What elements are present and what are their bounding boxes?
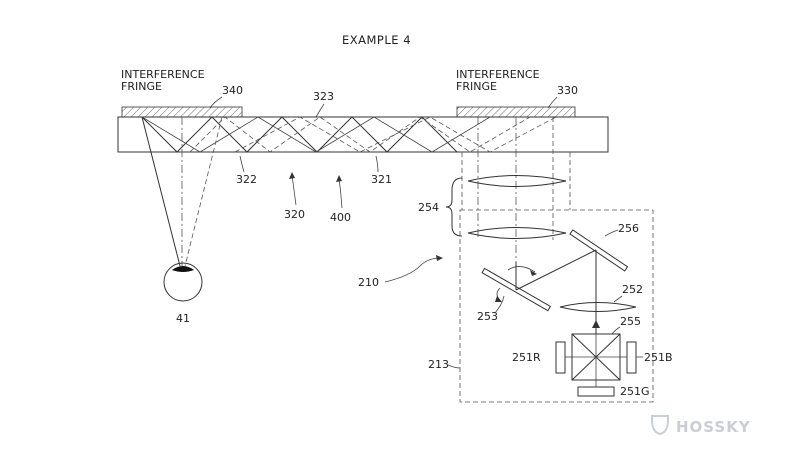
- leader-253: [494, 295, 505, 314]
- rotation-arrow-upper: [507, 266, 536, 273]
- leader-400: [338, 177, 343, 209]
- ref-253: 253: [477, 310, 498, 323]
- zigzag-ray-dashed-1: [189, 116, 531, 153]
- ref-256: 256: [618, 222, 639, 235]
- fringe-left-label-line1: INTERFERENCE: [121, 68, 205, 81]
- fringe-right-label-line1: INTERFERENCE: [456, 68, 540, 81]
- ref-320: 320: [284, 208, 305, 221]
- zigzag-ray-secondary: [141, 116, 491, 153]
- leader-321: [375, 155, 379, 173]
- ref-213: 213: [428, 358, 449, 371]
- ref-330: 330: [557, 84, 578, 97]
- light-source-251R: [555, 341, 566, 374]
- hologram-340: [121, 106, 243, 118]
- leader-256: [604, 229, 619, 237]
- ref-252: 252: [622, 283, 643, 296]
- lens-254-lower: [467, 227, 567, 239]
- light-source-251G: [577, 386, 615, 397]
- collimator-lens-252: [559, 302, 637, 312]
- ref-323: 323: [313, 90, 334, 103]
- scan-mirror-253: [481, 267, 552, 312]
- ref-340: 340: [222, 84, 243, 97]
- leader-340: [209, 96, 223, 109]
- arrow-320: [289, 172, 295, 179]
- projector-housing-213: [459, 209, 654, 403]
- arrow-400: [336, 175, 342, 182]
- eye-ray-right: [184, 116, 223, 267]
- arrow-210: [436, 255, 443, 261]
- eye-pupil-icon: [172, 266, 194, 272]
- ref-210: 210: [358, 276, 379, 289]
- waveguide-plate: [117, 116, 609, 153]
- leader-323: [315, 103, 325, 118]
- rotation-arrowhead-upper: [530, 270, 537, 276]
- eye-icon: [163, 262, 203, 302]
- ref-400: 400: [330, 211, 351, 224]
- leader-330: [547, 96, 558, 109]
- rotation-arrowhead-lower: [495, 296, 502, 302]
- beam-scan-to-mirror: [515, 249, 597, 291]
- fringe-left-label-line2: FRINGE: [121, 80, 162, 93]
- fringe-right-label-line2: FRINGE: [456, 80, 497, 93]
- watermark-text: HOSSKY: [676, 418, 751, 436]
- watermark-logo: HOSSKY: [651, 415, 751, 436]
- leader-320: [291, 174, 297, 206]
- leader-213: [447, 364, 461, 369]
- ref-322: 322: [236, 173, 257, 186]
- mirror-256: [569, 229, 629, 272]
- diagram-title: EXAMPLE 4: [342, 33, 411, 47]
- leader-322: [239, 155, 245, 173]
- ref-251R: 251R: [512, 351, 541, 364]
- ref-321: 321: [371, 173, 392, 186]
- ref-251G: 251G: [620, 385, 650, 398]
- leader-210: [384, 257, 441, 283]
- watermark-shield-icon: [651, 415, 669, 436]
- light-source-251B: [626, 341, 637, 374]
- ref-255: 255: [620, 315, 641, 328]
- leader-255: [611, 326, 621, 335]
- lens-254-upper: [467, 175, 567, 187]
- leader-252: [613, 295, 623, 303]
- ref-254: 254: [418, 201, 439, 214]
- ref-41: 41: [176, 312, 190, 325]
- zigzag-ray-solid: [141, 116, 458, 153]
- eye-ray-left: [141, 116, 181, 267]
- hologram-330: [456, 106, 576, 118]
- ref-251B: 251B: [644, 351, 673, 364]
- beam-arrowhead: [592, 320, 600, 328]
- brace-254: [445, 177, 463, 237]
